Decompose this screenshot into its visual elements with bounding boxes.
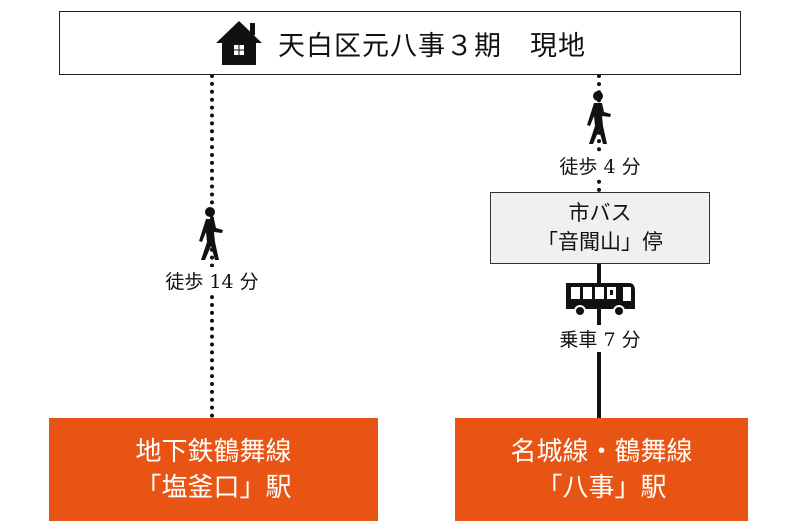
bus-icon [566, 283, 635, 317]
site-label: 天白区元八事３期 現地 [278, 30, 586, 62]
walk-time-right: 徒歩 4 分 [557, 152, 643, 179]
station-shiogamaguchi: 地下鉄鶴舞線 「塩釜口」駅 [49, 418, 378, 521]
walk-time-left: 徒歩 14 分 [163, 267, 261, 294]
station-line-name: 地下鉄鶴舞線 [135, 436, 292, 467]
station-name: 「塩釜口」駅 [135, 472, 292, 503]
station-line-name: 名城線・鶴舞線 [510, 436, 693, 467]
bus-stop-line2: 「音聞山」停 [537, 230, 663, 254]
site-box: 天白区元八事３期 現地 [59, 11, 741, 75]
ride-time: 乗車 7 分 [557, 325, 643, 352]
house-icon [216, 21, 262, 65]
bus-stop-box: 市バス 「音聞山」停 [490, 192, 710, 264]
station-yagoto: 名城線・鶴舞線 「八事」駅 [455, 418, 748, 521]
walking-person-icon [587, 91, 611, 144]
walking-person-icon [199, 207, 223, 260]
walk-path-right [597, 74, 601, 192]
bus-stop-line1: 市バス [568, 201, 632, 225]
station-name: 「八事」駅 [536, 472, 667, 503]
